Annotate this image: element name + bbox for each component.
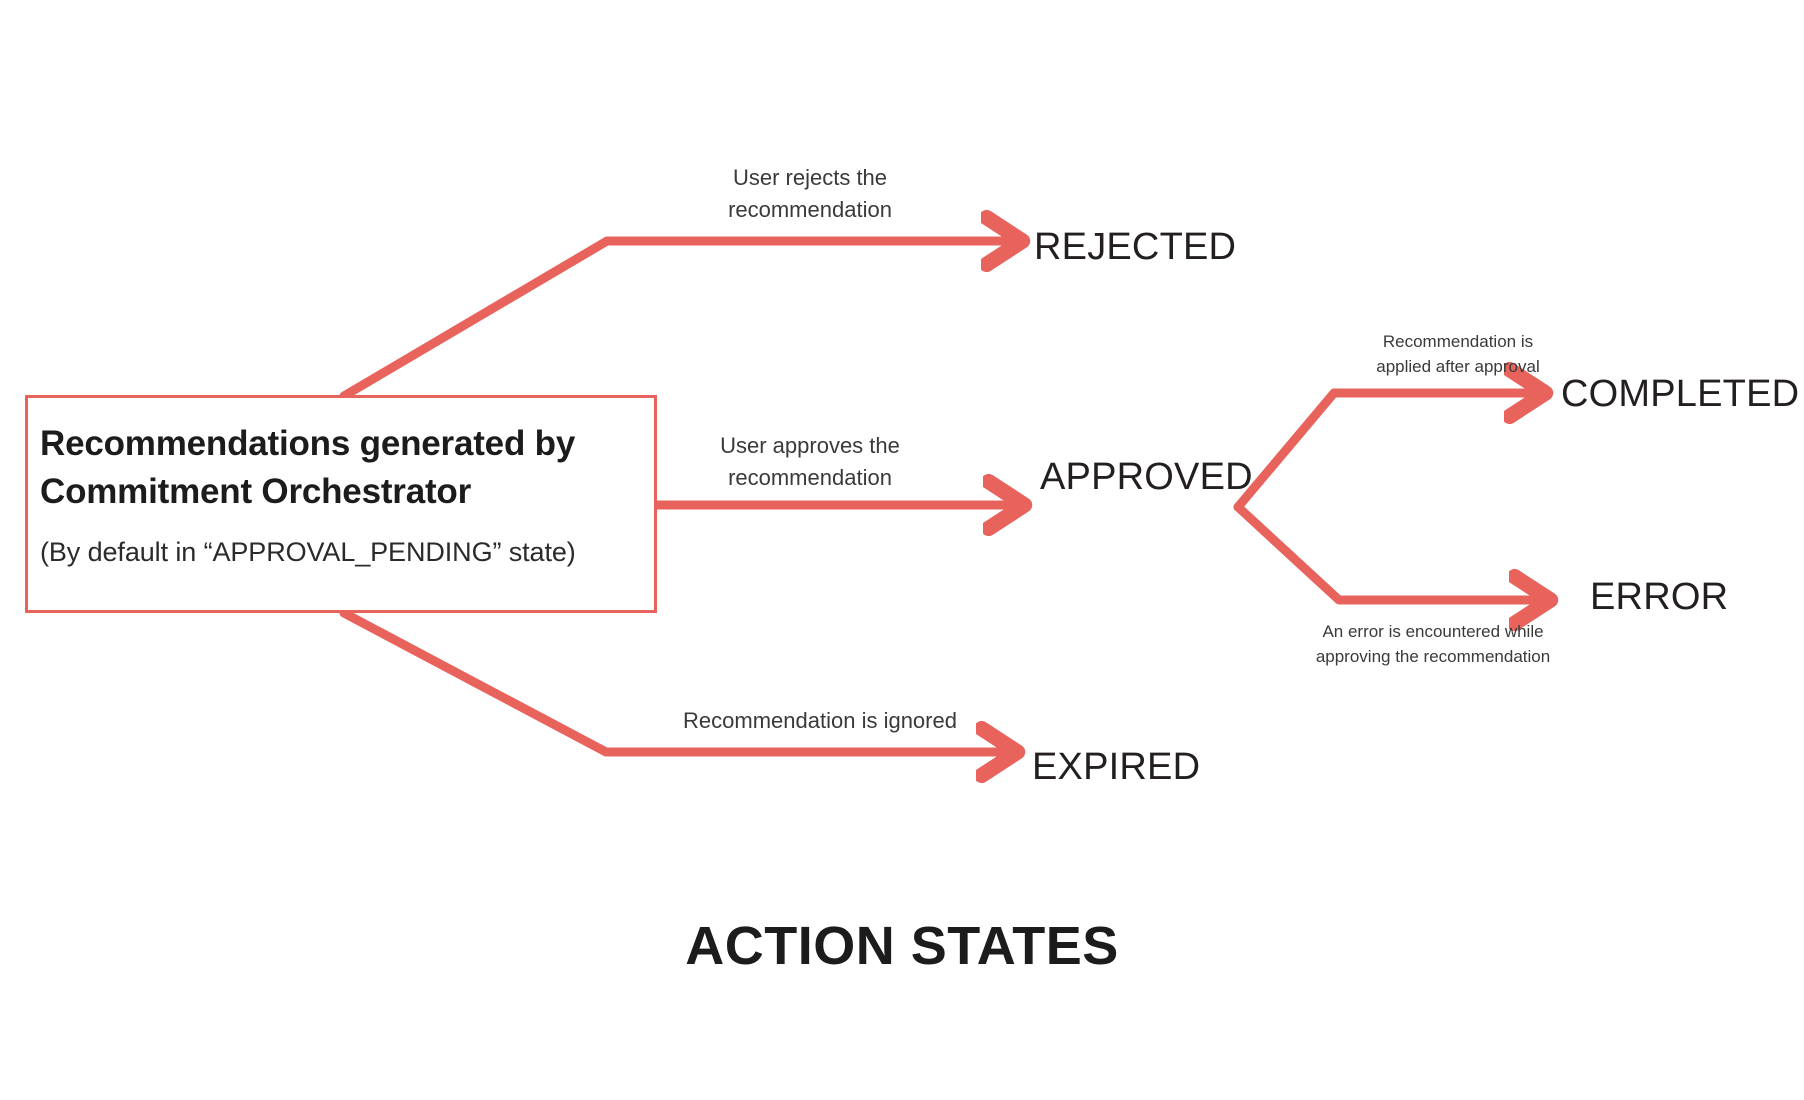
state-label-completed: COMPLETED: [1561, 373, 1800, 415]
edge-source-to-rejected: [339, 241, 1010, 401]
state-label-approved: APPROVED: [1040, 456, 1253, 498]
state-label-error: ERROR: [1590, 576, 1729, 618]
edge-label-rejected: User rejects the recommendation: [728, 165, 892, 222]
source-node: Recommendations generated by Commitment …: [25, 395, 657, 613]
edge-label-completed: Recommendation is applied after approval: [1376, 332, 1540, 376]
edge-label-approved: User approves the recommendation: [720, 433, 900, 490]
edge-approved-to-completed: [1233, 393, 1533, 512]
edge-approved-to-error: [1233, 502, 1538, 600]
source-node-title: Recommendations generated by Commitment …: [40, 424, 576, 512]
state-label-rejected: REJECTED: [1034, 226, 1237, 268]
diagram-title: ACTION STATES: [685, 916, 1119, 976]
edge-label-expired: Recommendation is ignored: [683, 708, 957, 733]
source-node-subtitle: (By default in “APPROVAL_PENDING” state): [40, 536, 576, 567]
state-label-expired: EXPIRED: [1032, 746, 1201, 788]
edge-label-error: An error is encountered while approving …: [1315, 622, 1551, 666]
